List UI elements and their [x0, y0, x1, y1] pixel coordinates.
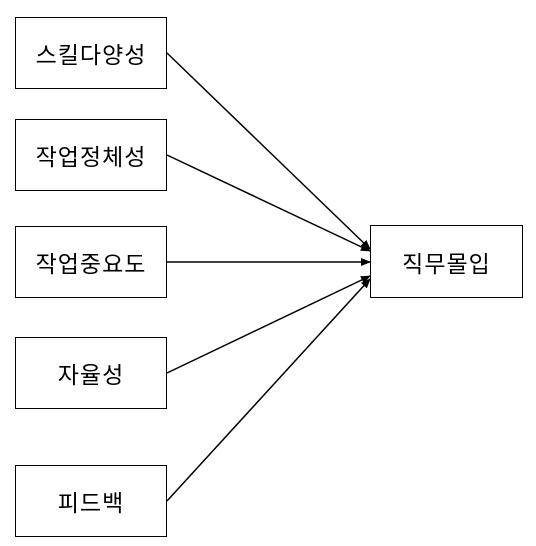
node-task-significance-label: 작업중요도	[35, 252, 147, 278]
node-skill-variety: 스킬다양성	[15, 17, 167, 89]
node-task-significance: 작업중요도	[15, 226, 167, 298]
arrow-skill-variety-to-job-involvement	[166, 52, 371, 250]
node-feedback: 피드백	[15, 465, 167, 537]
node-task-identity-label: 작업정체성	[35, 145, 147, 171]
node-autonomy-label: 자율성	[57, 363, 125, 389]
node-feedback-label: 피드백	[57, 491, 125, 517]
arrow-feedback-to-job-involvement	[166, 278, 371, 502]
arrow-task-identity-to-job-involvement	[166, 154, 371, 252]
node-skill-variety-label: 스킬다양성	[35, 43, 147, 69]
node-job-involvement-label: 직무몰입	[402, 251, 491, 278]
arrow-autonomy-to-job-involvement	[166, 275, 371, 374]
node-job-involvement: 직무몰입	[370, 225, 523, 298]
node-task-identity: 작업정체성	[15, 119, 167, 191]
node-autonomy: 자율성	[15, 337, 167, 409]
